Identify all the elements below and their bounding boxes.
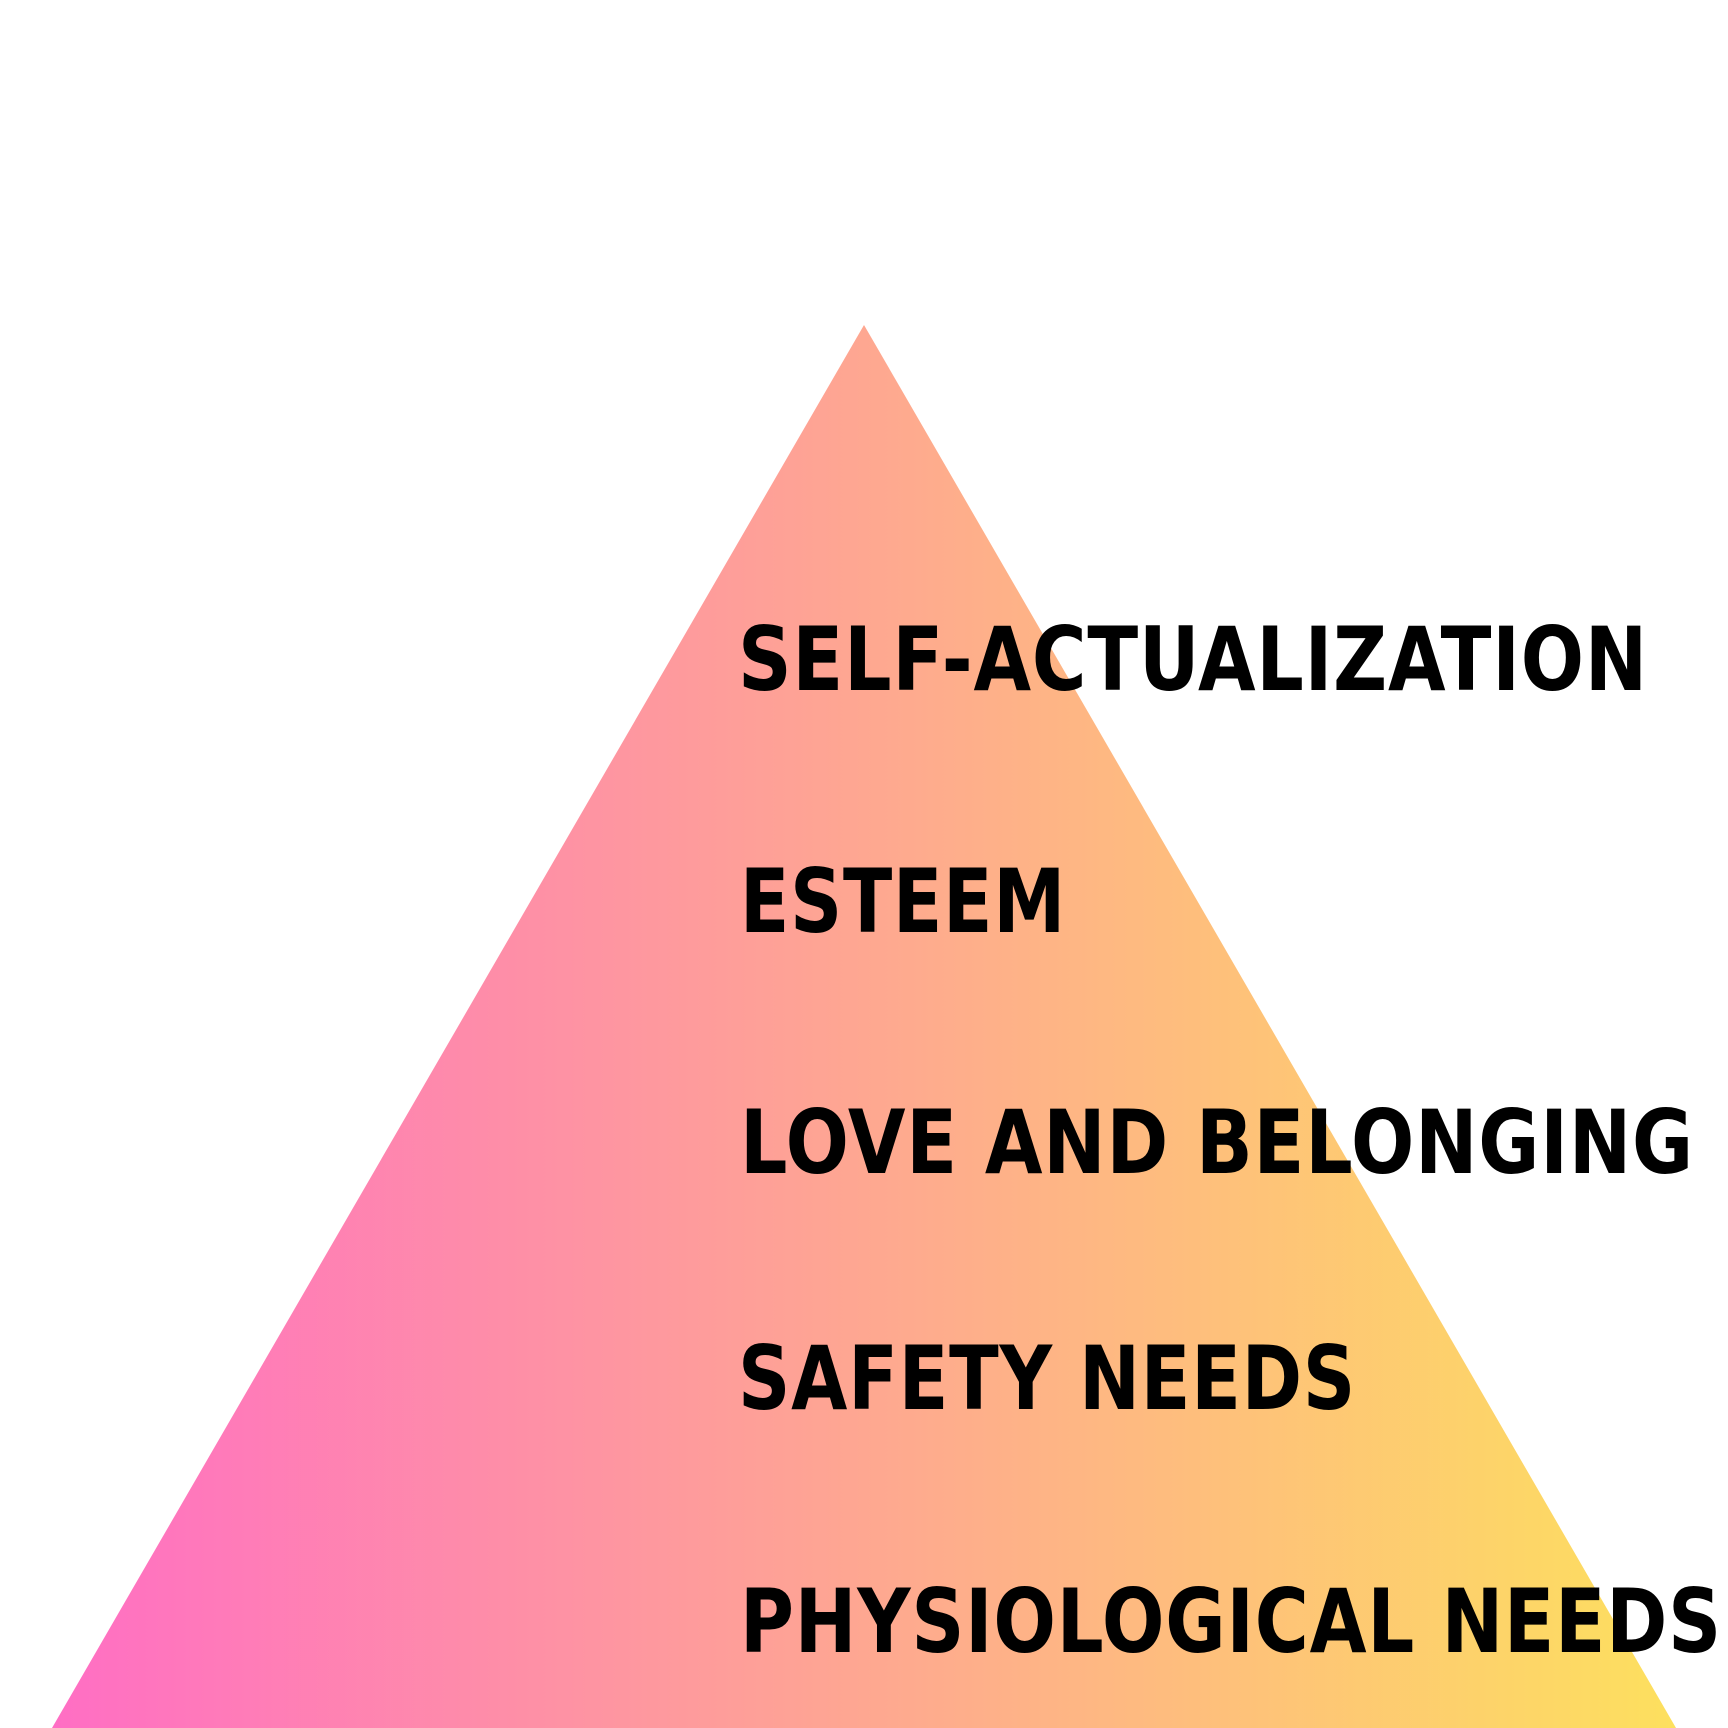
pyramid-triangle	[52, 325, 1676, 1728]
level-label-esteem: ESTEEM	[740, 850, 1066, 953]
level-label-physiological-needs: PHYSIOLOGICAL NEEDS	[740, 1570, 1722, 1673]
level-label-self-actualization: SELF-ACTUALIZATION	[738, 608, 1648, 711]
level-label-love-and-belonging: LOVE AND BELONGING	[740, 1091, 1694, 1194]
level-label-safety-needs: SAFETY NEEDS	[738, 1327, 1356, 1430]
